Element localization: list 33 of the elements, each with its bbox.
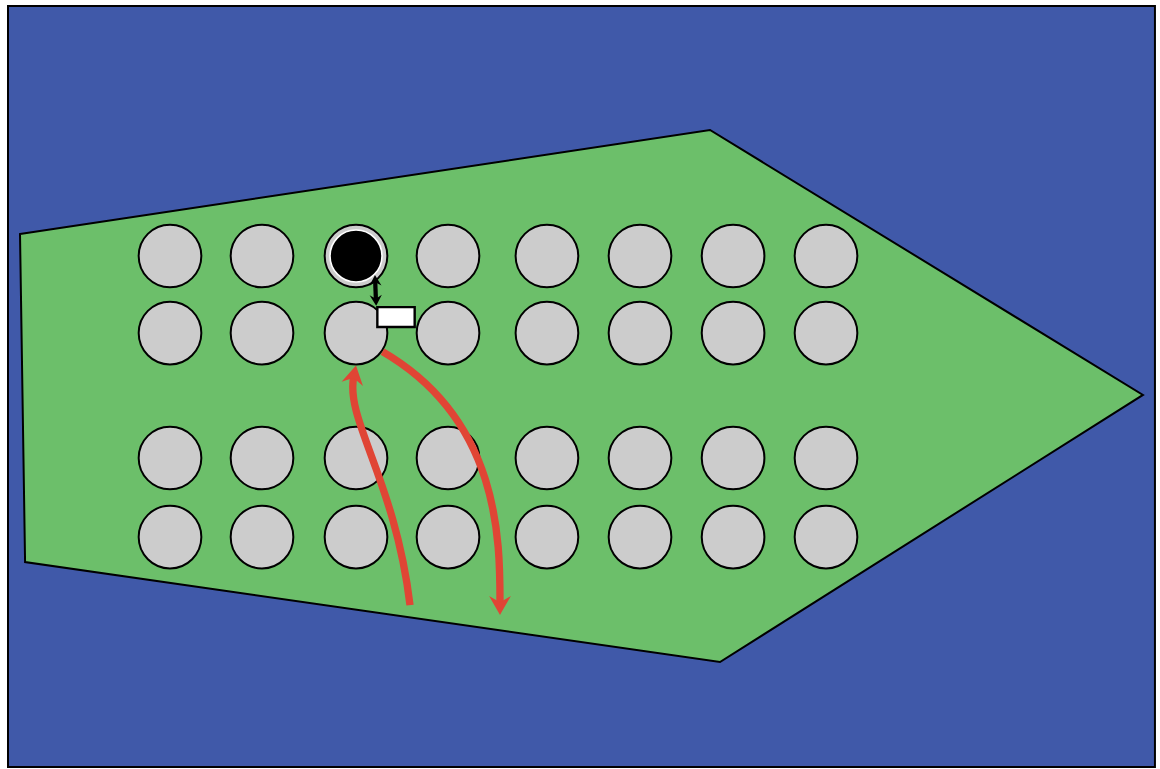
seat-circle xyxy=(229,504,295,570)
seat-circle xyxy=(229,223,295,289)
seat-circle xyxy=(229,425,295,491)
seat-circle xyxy=(415,504,481,570)
seat-circle xyxy=(514,504,580,570)
seat-circle xyxy=(137,425,203,491)
seat-circle xyxy=(700,504,766,570)
seat-circle xyxy=(700,300,766,366)
seat-circle xyxy=(607,300,673,366)
seat-circle xyxy=(137,300,203,366)
seat-circle xyxy=(607,425,673,491)
seat-circle xyxy=(700,223,766,289)
seat-circle xyxy=(793,300,859,366)
seat-circle xyxy=(137,504,203,570)
seat-circle xyxy=(793,223,859,289)
seat-circle xyxy=(514,425,580,491)
seat-circle xyxy=(415,223,481,289)
seat-circle xyxy=(793,504,859,570)
seat-circle xyxy=(415,425,481,491)
seat-circle xyxy=(323,300,389,366)
item-box xyxy=(376,305,416,329)
seat-circle xyxy=(514,223,580,289)
person-dot xyxy=(329,229,383,283)
seat-circle xyxy=(607,504,673,570)
seat-circle xyxy=(793,425,859,491)
seat-circle xyxy=(323,425,389,491)
seat-circle xyxy=(323,504,389,570)
seat-circle xyxy=(607,223,673,289)
seat-circle xyxy=(137,223,203,289)
seat-circle xyxy=(514,300,580,366)
seat-circle xyxy=(415,300,481,366)
seat-circle xyxy=(700,425,766,491)
seat-circle xyxy=(229,300,295,366)
